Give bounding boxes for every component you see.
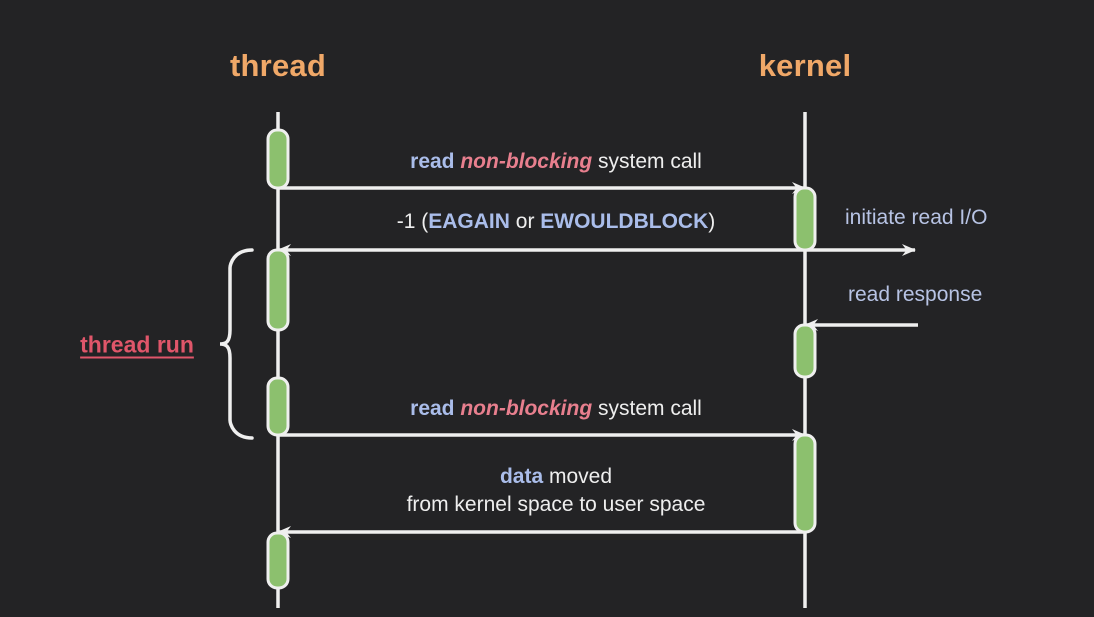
- message-text-fragment: read: [410, 397, 461, 420]
- lifeline-title-thread: thread: [230, 48, 326, 83]
- thread-run-brace: [219, 248, 254, 440]
- message-text-fragment: EAGAIN: [428, 210, 510, 233]
- activations-layer: [266, 128, 817, 590]
- arrows-layer: [277, 182, 918, 538]
- message-text-fragment: system call: [598, 397, 702, 420]
- message-text-fragment: non-blocking: [460, 150, 598, 173]
- side-label-read-response: read response: [848, 283, 983, 306]
- message-label-read-nonblocking-2: read non-blocking system call: [410, 395, 702, 423]
- activation-box-thread-0: [266, 128, 290, 190]
- activation-box-thread-3: [266, 531, 290, 590]
- activation-box-thread-1: [266, 248, 290, 332]
- brace-layer: [219, 248, 254, 440]
- message-text-fragment: system call: [598, 150, 702, 173]
- message-text-fragment: EWOULDBLOCK: [540, 210, 709, 233]
- message-label-data-moved-return: data moved from kernel space to user spac…: [407, 463, 706, 518]
- brace-label-thread-run: thread run: [80, 331, 194, 358]
- message-text-fragment: ): [708, 210, 716, 233]
- message-text-fragment: data: [499, 465, 549, 488]
- message-text-fragment: -1 (: [396, 210, 429, 233]
- activation-box-kernel-5: [793, 323, 817, 379]
- message-text-fragment: moved: [548, 465, 613, 488]
- activation-box-kernel-6: [793, 433, 817, 534]
- message-label-eagain-return: -1 (EAGAIN or EWOULDBLOCK): [397, 208, 716, 236]
- side-label-initiate-read-io: initiate read I/O: [845, 206, 988, 229]
- message-text-fragment: non-blocking: [460, 397, 598, 420]
- activation-box-kernel-4: [793, 186, 817, 252]
- message-label-read-nonblocking-1: read non-blocking system call: [410, 148, 702, 176]
- message-text-fragment: or: [509, 210, 541, 233]
- message-text-fragment: from kernel space to user space: [406, 492, 706, 516]
- activation-box-thread-2: [266, 376, 290, 437]
- lifeline-title-kernel: kernel: [758, 48, 852, 83]
- message-text-fragment: read: [410, 150, 461, 173]
